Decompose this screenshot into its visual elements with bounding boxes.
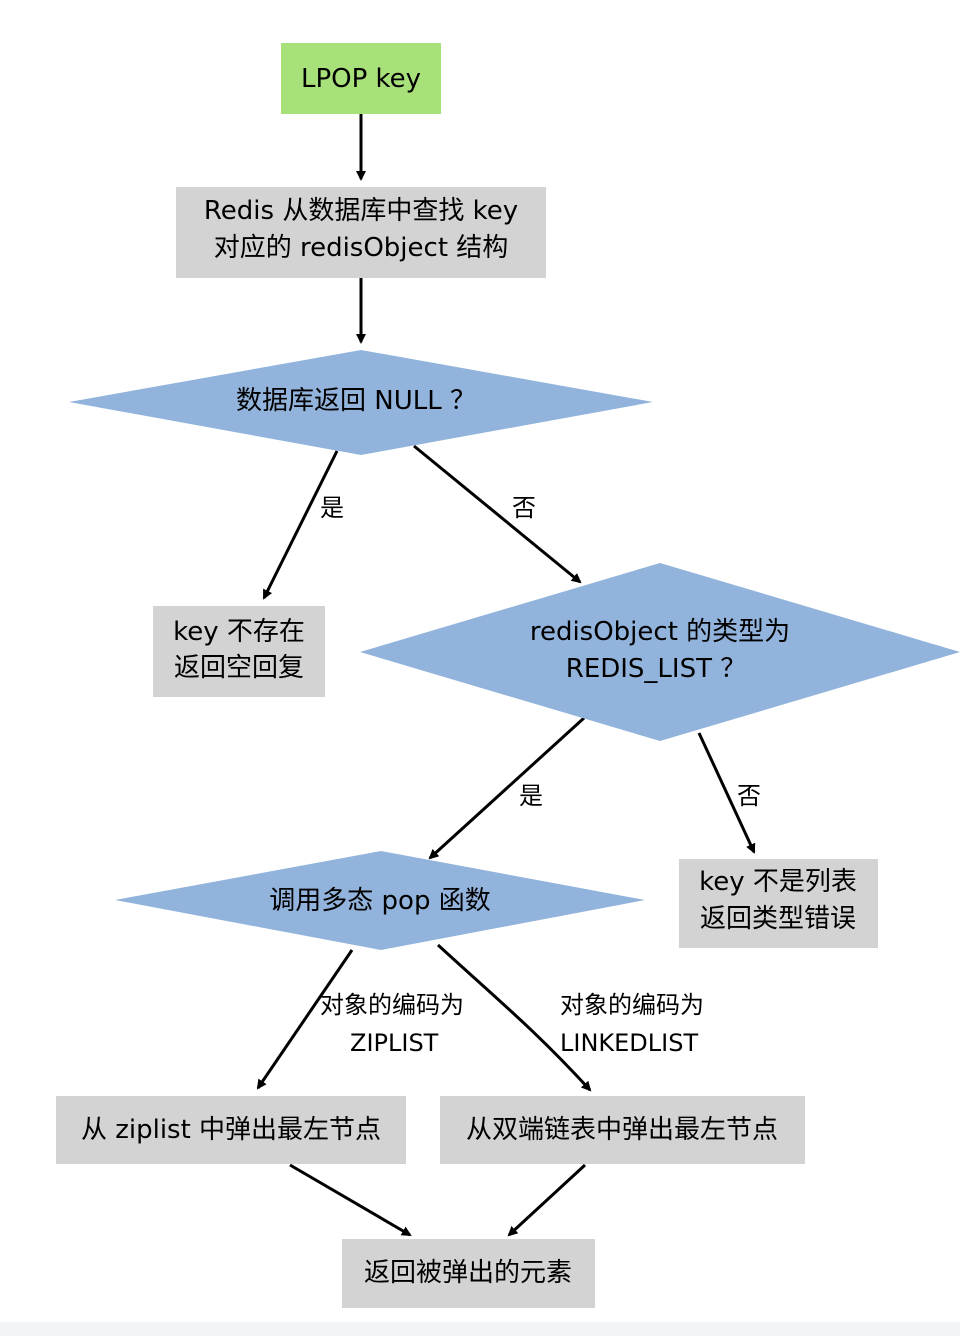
edge-enc-ziplist xyxy=(256,949,354,1090)
node-check-type: redisObject 的类型为 REDIS_LIST ？ xyxy=(360,563,960,741)
edge-linkedlist-to-return xyxy=(507,1163,587,1237)
node-check-type-label-line2: REDIS_LIST ？ xyxy=(566,654,747,684)
edge-null-no xyxy=(413,444,582,584)
edge-type-no xyxy=(697,732,756,854)
node-lookup-shape xyxy=(176,187,546,278)
node-start-shape xyxy=(281,43,441,114)
node-linkedlist-pop: 从双端链表中弹出最左节点 xyxy=(440,1096,805,1164)
bottom-strip xyxy=(0,1322,960,1336)
node-return-elem-label: 返回被弹出的元素 xyxy=(364,1258,572,1288)
node-not-exist-label-line2: 返回空回复 xyxy=(174,653,304,683)
edge-null-yes xyxy=(262,450,339,600)
edge-label-type-yes: 是 xyxy=(519,782,543,810)
node-not-exist: key 不存在 返回空回复 xyxy=(153,606,325,697)
node-call-pop-shape xyxy=(115,851,645,950)
node-call-pop-label: 调用多态 pop 函数 xyxy=(269,886,490,916)
node-lookup: Redis 从数据库中查找 key 对应的 redisObject 结构 xyxy=(176,187,546,278)
node-check-type-label-line1: redisObject 的类型为 xyxy=(530,617,790,647)
node-start: LPOP key xyxy=(281,43,441,114)
node-lookup-label-line2: 对应的 redisObject 结构 xyxy=(214,233,509,263)
node-lookup-label-line1: Redis 从数据库中查找 key xyxy=(204,196,518,226)
node-return-elem: 返回被弹出的元素 xyxy=(342,1239,595,1308)
node-type-error: key 不是列表 返回类型错误 xyxy=(679,859,878,948)
node-check-null-shape xyxy=(69,350,653,455)
edges xyxy=(256,114,756,1237)
node-start-label: LPOP key xyxy=(301,64,421,94)
edge-label-null-yes: 是 xyxy=(320,494,344,522)
node-type-error-shape xyxy=(679,859,878,948)
edge-label-enc-ziplist-line1: 对象的编码为 xyxy=(320,991,464,1019)
edge-label-enc-linkedlist-line2: LINKEDLIST xyxy=(560,1029,698,1057)
edge-label-enc-ziplist-line2: ZIPLIST xyxy=(350,1029,439,1057)
edge-label-enc-linkedlist-line1: 对象的编码为 xyxy=(560,991,704,1019)
edge-enc-linkedlist xyxy=(436,943,592,1092)
edge-label-null-no: 否 xyxy=(512,494,536,522)
node-check-null: 数据库返回 NULL ？ xyxy=(69,350,653,455)
node-ziplist-pop-label: 从 ziplist 中弹出最左节点 xyxy=(81,1115,381,1145)
edge-label-type-no: 否 xyxy=(737,782,761,810)
node-call-pop: 调用多态 pop 函数 xyxy=(115,851,645,950)
node-linkedlist-pop-label: 从双端链表中弹出最左节点 xyxy=(466,1115,778,1145)
node-type-error-label-line1: key 不是列表 xyxy=(699,867,857,897)
edge-type-yes xyxy=(428,716,586,860)
node-check-type-shape xyxy=(360,563,960,741)
node-linkedlist-pop-shape xyxy=(440,1096,805,1164)
node-not-exist-label-line1: key 不存在 xyxy=(173,617,305,647)
node-ziplist-pop-shape xyxy=(56,1096,406,1164)
node-ziplist-pop: 从 ziplist 中弹出最左节点 xyxy=(56,1096,406,1164)
node-type-error-label-line2: 返回类型错误 xyxy=(700,904,856,934)
node-check-null-label: 数据库返回 NULL ？ xyxy=(236,386,476,416)
edge-ziplist-to-return xyxy=(289,1163,412,1237)
node-not-exist-shape xyxy=(153,606,325,697)
node-return-elem-shape xyxy=(342,1239,595,1308)
